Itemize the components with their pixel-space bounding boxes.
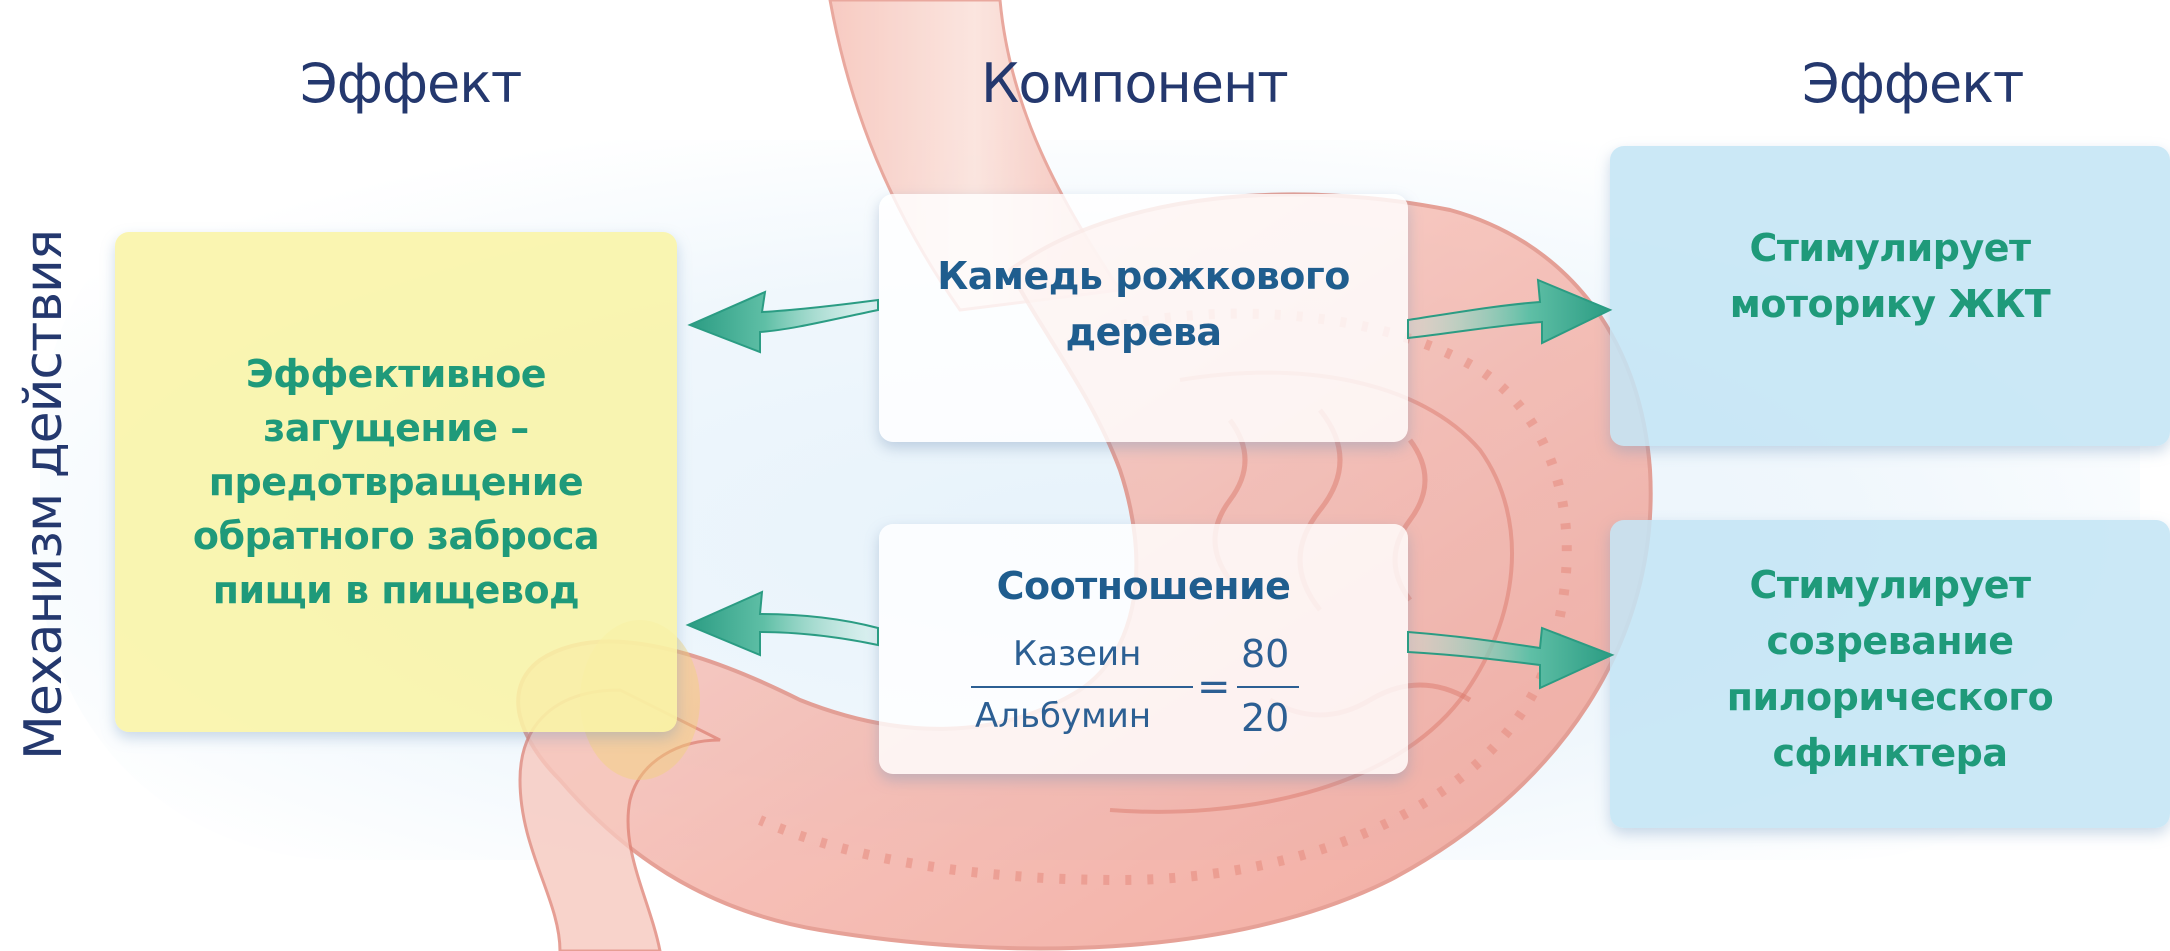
fraction-denominator-value: 20 bbox=[1241, 696, 1289, 740]
effect-line: предотвращение bbox=[193, 455, 599, 509]
effect-box-thickening: Эффективное загущение – предотвращение о… bbox=[115, 232, 677, 732]
fraction-numerator-value: 80 bbox=[1241, 632, 1289, 676]
fraction-denominator-albumin: Альбумин bbox=[975, 696, 1151, 736]
effect-box-motility: Стимулирует моторику ЖКТ bbox=[1610, 146, 2170, 446]
effect-line: загущение – bbox=[193, 401, 599, 455]
component-box-locust-bean-gum: Камедь рожкового дерева bbox=[879, 194, 1408, 442]
header-effect-right: Эффект bbox=[1802, 52, 2023, 115]
fraction-bar bbox=[1237, 686, 1299, 688]
effect-box-pyloric-sphincter: Стимулирует созревание пилорического сфи… bbox=[1610, 520, 2170, 828]
effect-line: моторику ЖКТ bbox=[1730, 276, 2050, 332]
header-component: Компонент bbox=[981, 52, 1288, 115]
effect-line: Стимулирует bbox=[1749, 557, 2030, 613]
effect-text-thickening: Эффективное загущение – предотвращение о… bbox=[193, 347, 599, 617]
effect-line: пилорического bbox=[1727, 669, 2053, 725]
equals-sign: = bbox=[1197, 664, 1231, 710]
fraction-numerator-casein: Казеин bbox=[1013, 634, 1141, 674]
component-box-casein-ratio: Соотношение Казеин Альбумин = 80 20 bbox=[879, 524, 1408, 774]
mechanism-of-action-label: Механизм действия bbox=[14, 200, 74, 760]
component-title-line: дерева bbox=[879, 310, 1408, 354]
effect-line: сфинктера bbox=[1772, 725, 2007, 781]
effect-line: обратного заброса bbox=[193, 509, 599, 563]
effect-line: созревание bbox=[1766, 613, 2013, 669]
effect-line: пищи в пищевод bbox=[193, 563, 599, 617]
header-effect-left: Эффект bbox=[300, 52, 521, 115]
effect-line: Эффективное bbox=[193, 347, 599, 401]
component-title-ratio: Соотношение bbox=[879, 564, 1408, 608]
fraction-bar bbox=[971, 686, 1193, 688]
component-title-line: Камедь рожкового bbox=[879, 254, 1408, 298]
effect-line: Стимулирует bbox=[1749, 220, 2030, 276]
